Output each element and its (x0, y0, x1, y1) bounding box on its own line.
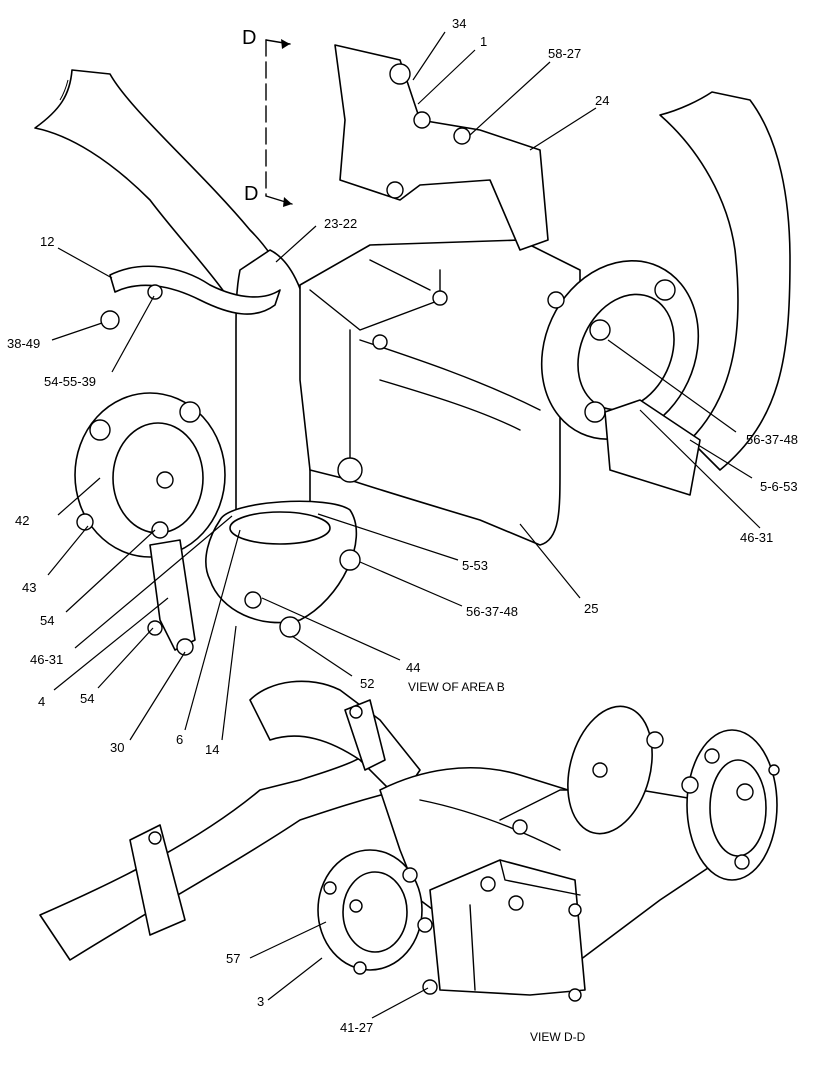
tube-clamp (109, 265, 281, 315)
callout-42: 42 (15, 513, 29, 528)
callout-5-6-53: 5-6-53 (760, 479, 798, 494)
callout-44: 44 (406, 660, 420, 675)
upper-view (34, 44, 791, 656)
bottom-bolt (279, 616, 301, 638)
lower-left-flange (317, 849, 438, 995)
upper-callouts: 34 1 58-27 24 23-22 12 38-49 54-55-39 56… (7, 16, 798, 757)
section-marker: D D (242, 27, 293, 207)
callout-54-b: 54 (80, 691, 94, 706)
right-flange (540, 259, 700, 441)
callout-54-a: 54 (40, 613, 54, 628)
callout-34: 34 (452, 16, 466, 31)
callout-58-27: 58-27 (548, 46, 581, 61)
callout-24: 24 (595, 93, 609, 108)
callout-54-55-39: 54-55-39 (44, 374, 96, 389)
callout-56-37-48-right: 56-37-48 (746, 432, 798, 447)
section-letter-top: D (242, 27, 256, 49)
view-title-lower: VIEW D-D (530, 1030, 586, 1044)
lower-upper-hose (249, 680, 421, 801)
view-title-upper: VIEW OF AREA B (408, 680, 505, 694)
callout-56-37-48-mid: 56-37-48 (466, 604, 518, 619)
callout-3: 3 (257, 994, 264, 1009)
callout-52: 52 (360, 676, 374, 691)
callout-14: 14 (205, 742, 219, 757)
lower-right-flanges (567, 705, 780, 881)
main-housing (299, 239, 581, 546)
callout-43: 43 (22, 580, 36, 595)
right-clamp (604, 399, 701, 496)
callout-46-31-left: 46-31 (30, 652, 63, 667)
callout-1: 1 (480, 34, 487, 49)
callout-6: 6 (176, 732, 183, 747)
vertical-tube (235, 249, 311, 516)
callout-46-31-right: 46-31 (740, 530, 773, 545)
lower-view (39, 680, 780, 1002)
callout-57: 57 (226, 951, 240, 966)
callout-38-49: 38-49 (7, 336, 40, 351)
callout-5-53: 5-53 (462, 558, 488, 573)
right-elbow-hose (659, 91, 791, 471)
callout-12: 12 (40, 234, 54, 249)
lower-callouts: 57 3 41-27 VIEW D-D (226, 921, 586, 1044)
top-bracket (334, 44, 549, 251)
callout-30: 30 (110, 740, 124, 755)
callout-41-27: 41-27 (340, 1020, 373, 1035)
left-flange (74, 392, 226, 558)
section-letter-bottom: D (244, 183, 258, 205)
callout-25: 25 (584, 601, 598, 616)
callout-4: 4 (38, 694, 45, 709)
callout-23-22: 23-22 (324, 216, 357, 231)
